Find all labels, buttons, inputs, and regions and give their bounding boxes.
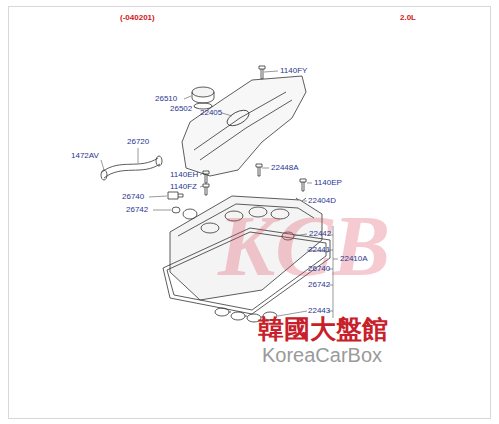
callout-number: 1140FY <box>280 67 307 75</box>
callout-number: 1140EH <box>170 171 198 179</box>
callout-number: 26720 <box>127 138 149 146</box>
engine-spec: 2.0L <box>400 14 416 22</box>
callout-number: 26742 <box>308 281 330 289</box>
callout-number: 22442 <box>309 230 331 238</box>
callout-number: 1472AV <box>71 152 99 160</box>
callout-number: 26740 <box>122 193 144 201</box>
watermark: KCB <box>218 203 390 289</box>
watermark: KoreaCarBox <box>262 345 382 365</box>
callout-number: 22410A <box>340 255 368 263</box>
callout-number: 26742 <box>126 206 148 214</box>
callout-number: 22443 <box>308 307 330 315</box>
watermark: 韓國大盤館 <box>258 316 388 342</box>
callout-number: 22405 <box>200 109 222 117</box>
callout-number: 22441 <box>308 246 330 254</box>
callout-number: 1140EP <box>314 179 342 187</box>
frame <box>9 7 491 419</box>
callout-number: 1140FZ <box>170 183 197 191</box>
callout-number: 22448A <box>271 164 299 172</box>
revision-note: (-040201) <box>120 14 155 22</box>
callout-number: 26502 <box>170 105 192 113</box>
callout-number: 22404D <box>308 197 336 205</box>
callout-number: 26510 <box>155 95 177 103</box>
callout-number: 26740 <box>308 265 330 273</box>
